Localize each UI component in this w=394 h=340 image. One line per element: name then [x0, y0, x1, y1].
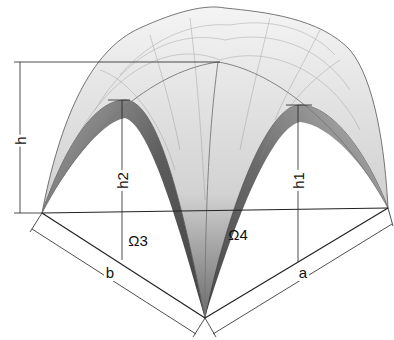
height-label: h [12, 134, 29, 146]
dimension-label: a [297, 264, 309, 281]
dimension-label: b [104, 264, 116, 281]
height-label: h2 [114, 170, 131, 191]
height-label: h1 [290, 170, 307, 191]
region-label: Ω3 [126, 232, 150, 249]
region-label: Ω4 [226, 226, 250, 243]
